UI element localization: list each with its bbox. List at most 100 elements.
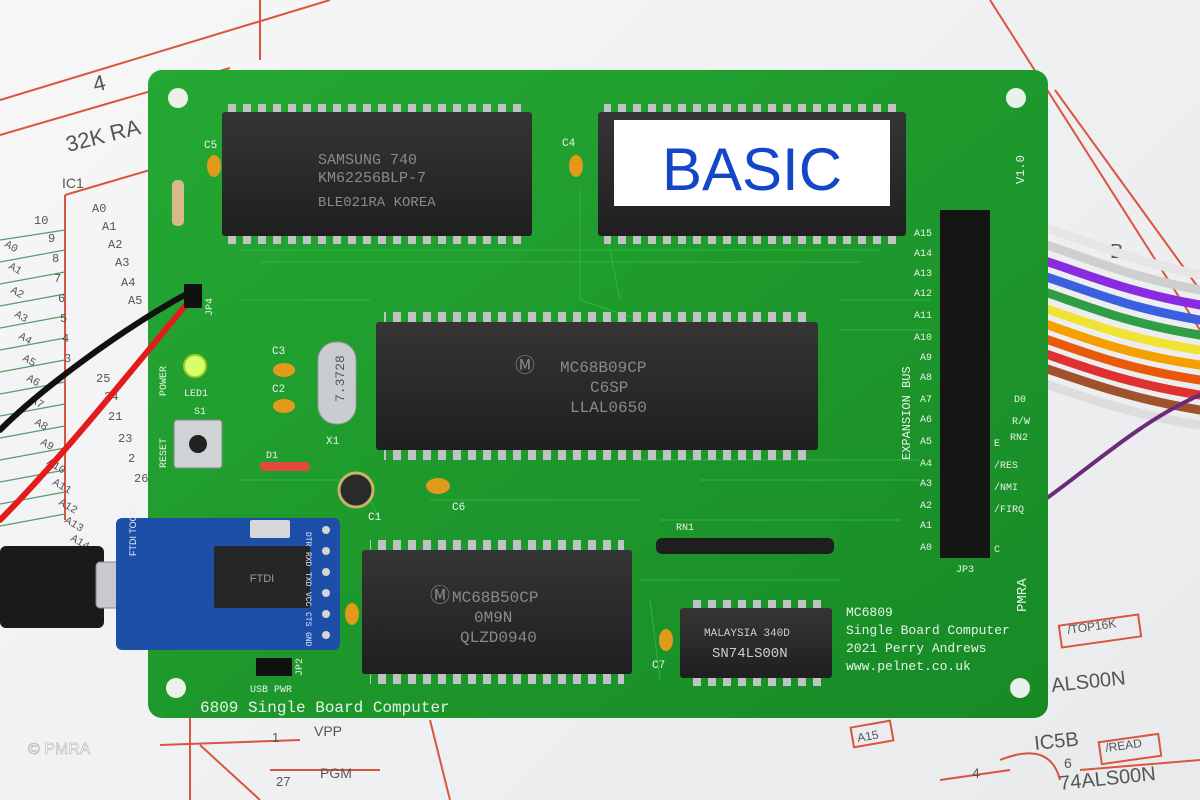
schematic-pin-number: 7 bbox=[54, 272, 61, 286]
cap-c3-ref: C3 bbox=[272, 346, 285, 358]
schematic-pin-number: 25 bbox=[96, 372, 110, 386]
schematic-address-list: A0 A1 A2 A3 A4 A5 bbox=[92, 202, 142, 308]
board-info: MC6809 Single Board Computer 2021 Perry … bbox=[846, 605, 1010, 674]
schematic-address: A0 bbox=[92, 202, 106, 216]
motorola-logo-icon: Ⓜ bbox=[515, 354, 535, 379]
usb-power-label: USB PWR bbox=[250, 685, 292, 696]
expansion-bus-header[interactable] bbox=[940, 210, 990, 558]
jp2-ref: JP2 bbox=[295, 658, 306, 676]
schematic-left-label: A9 bbox=[38, 437, 55, 454]
schematic-left-label: A0 bbox=[2, 239, 19, 256]
capacitor bbox=[207, 155, 221, 177]
nand-marking: SN74LS00N bbox=[712, 646, 788, 662]
schematic-address: A3 bbox=[115, 256, 129, 270]
schematic-gate-part-top: ALS00N bbox=[1050, 667, 1126, 697]
schematic-pgm-label: PGM bbox=[320, 765, 352, 781]
capacitor bbox=[345, 603, 359, 625]
cpu-marking: C6SP bbox=[590, 379, 628, 397]
diode-ref: D1 bbox=[266, 451, 278, 462]
bus-pin-label: D0 bbox=[1014, 395, 1026, 406]
crystal bbox=[317, 341, 357, 425]
cap-c1-ref: C1 bbox=[368, 512, 382, 524]
bus-pin-label: A6 bbox=[920, 415, 932, 426]
schematic-left-label: A6 bbox=[24, 373, 41, 390]
ftdi-chip bbox=[214, 546, 310, 608]
schematic-left-pins bbox=[0, 229, 66, 527]
schematic-address: A1 bbox=[102, 220, 116, 234]
ftdi-usb-port bbox=[250, 520, 290, 538]
schematic-left-label: A4 bbox=[16, 331, 34, 348]
schematic-vpp-pin: 1 bbox=[272, 730, 279, 745]
capacitor bbox=[569, 155, 583, 177]
schematic-pgm-pin: 27 bbox=[276, 774, 290, 789]
bus-pin-labels-left: A15 A14 A13 A12 A11 A10 A9 A8 A7 A6 A5 A… bbox=[914, 229, 932, 554]
capacitor bbox=[659, 629, 673, 651]
bus-pin-label: A10 bbox=[914, 333, 932, 344]
ftdi-title: FTDI TOOL bbox=[128, 509, 138, 556]
ftdi-pin-labels: DTR RXD TXD VCC CTS GND bbox=[303, 532, 312, 647]
bus-pin-label: R/W bbox=[1012, 416, 1030, 428]
schematic-gate-pin-in: 4 bbox=[972, 765, 980, 781]
capacitor bbox=[273, 363, 295, 377]
schematic-pin-number: 2 bbox=[128, 452, 135, 466]
schematic-address: A5 bbox=[128, 294, 142, 308]
bus-pin-label: /FIRQ bbox=[994, 504, 1024, 516]
ram-cap-ref: C5 bbox=[204, 140, 217, 152]
schematic-pin-number: 6 bbox=[58, 292, 65, 306]
schematic-pin-number: 3 bbox=[64, 352, 71, 366]
jp2-header[interactable] bbox=[256, 658, 292, 676]
board-version: V1.0 bbox=[1014, 155, 1028, 184]
mounting-hole bbox=[166, 678, 186, 698]
board-bottom-title: 6809 Single Board Computer bbox=[200, 699, 450, 717]
cap-c2-ref: C2 bbox=[272, 384, 285, 396]
cpu-marking: MC68B09CP bbox=[560, 359, 646, 377]
crystal-value: 7.3728 bbox=[333, 355, 348, 402]
jp3-ref: JP3 bbox=[956, 565, 974, 576]
author-mark: PMRA bbox=[1015, 578, 1031, 612]
schematic-address: A2 bbox=[108, 238, 122, 252]
power-wires bbox=[0, 289, 193, 523]
bus-pin-label: /NMI bbox=[994, 482, 1018, 494]
schematic-sheet-number: 4 bbox=[90, 70, 108, 97]
eprom-chip: BASIC bbox=[598, 104, 906, 244]
usb-cable-plug bbox=[0, 546, 104, 628]
rn2-ref: RN2 bbox=[1010, 433, 1028, 444]
schematic-ref: IC1 bbox=[62, 175, 84, 191]
schematic-left-label: A3 bbox=[12, 309, 29, 326]
led-ref: LED1 bbox=[184, 389, 208, 400]
acia-marking: MC68B50CP bbox=[452, 589, 538, 607]
schematic-address: A4 bbox=[121, 276, 135, 290]
ftdi-pin-label: GND bbox=[303, 632, 312, 647]
schematic-pin-number: 23 bbox=[118, 432, 132, 446]
schematic-vpp-label: VPP bbox=[314, 723, 342, 739]
bus-pin-label: A2 bbox=[920, 501, 932, 512]
schematic-pin-number: 5 bbox=[60, 312, 67, 326]
led-icon bbox=[183, 354, 207, 378]
ftdi-pin-label: DTR bbox=[303, 532, 312, 547]
cap-c6-ref: C6 bbox=[452, 502, 465, 514]
schematic-pin-number: 9 bbox=[48, 232, 55, 246]
capacitor bbox=[426, 478, 450, 494]
ram-marking: SAMSUNG 740 bbox=[318, 152, 417, 169]
nand-marking: MALAYSIA 340D bbox=[704, 628, 790, 640]
jp4-ref: JP4 bbox=[205, 298, 216, 316]
schematic-title: 32K RA bbox=[63, 114, 143, 157]
board-info-line: www.pelnet.co.uk bbox=[846, 659, 971, 674]
acia-marking: QLZD0940 bbox=[460, 629, 537, 647]
capacitor bbox=[273, 399, 295, 413]
reset-button-cap[interactable] bbox=[189, 435, 207, 453]
bus-pin-label: A12 bbox=[914, 289, 932, 300]
motorola-logo-icon: Ⓜ bbox=[430, 584, 450, 609]
bus-pin-label: A15 bbox=[914, 229, 932, 240]
acia-marking: 0M9N bbox=[474, 609, 512, 627]
nand-cap-ref: C7 bbox=[652, 660, 665, 672]
bus-pin-label: A0 bbox=[920, 543, 932, 554]
mounting-hole bbox=[1006, 88, 1026, 108]
bus-pin-label: A3 bbox=[920, 479, 932, 490]
schematic-pin-number: 10 bbox=[34, 214, 48, 228]
diode bbox=[260, 462, 310, 471]
mounting-hole bbox=[168, 88, 188, 108]
